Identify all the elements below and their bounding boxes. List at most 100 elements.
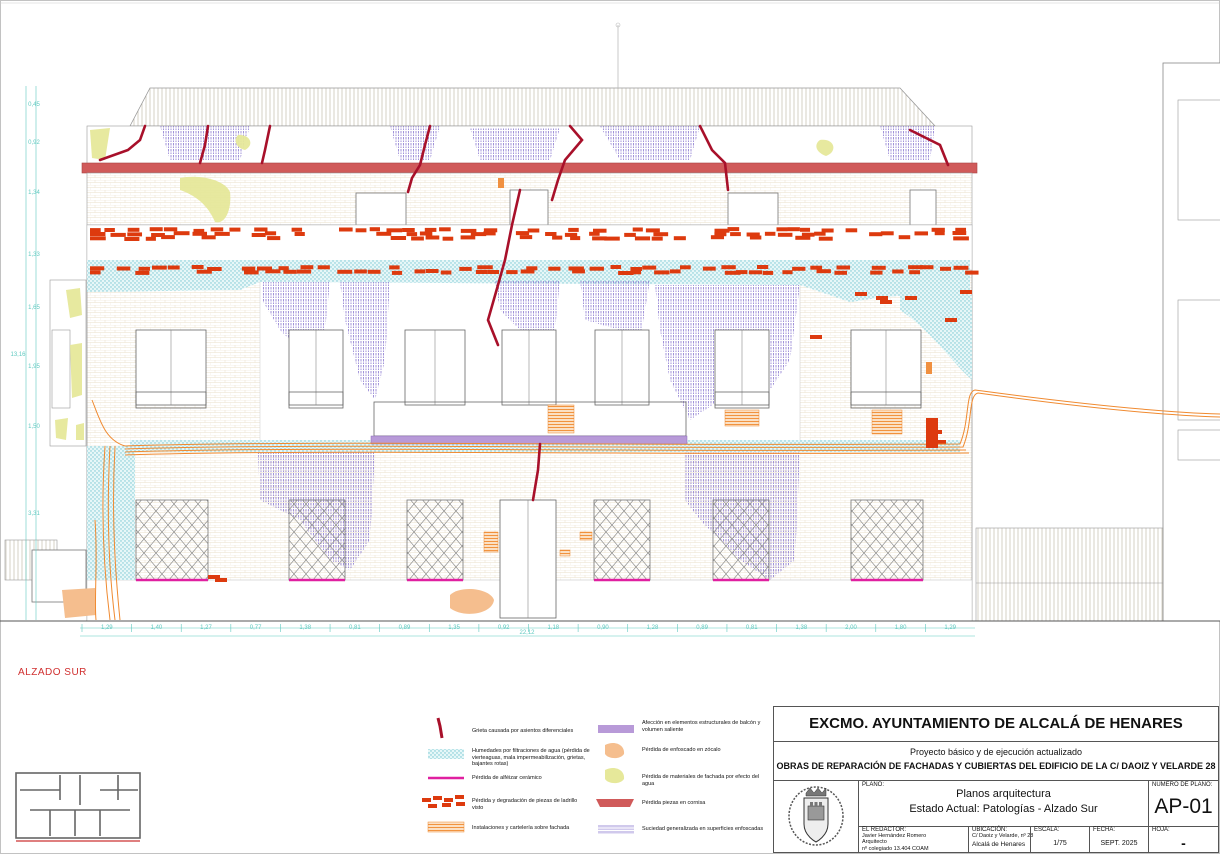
dimension-label: 2,00 — [845, 625, 857, 631]
brick-loss-mark — [145, 236, 156, 241]
key-plan — [15, 772, 141, 839]
brick-loss-mark — [173, 231, 190, 236]
brick-loss-mark — [821, 228, 834, 233]
redactor-name: Javier Hernández Romero — [862, 833, 927, 839]
brick-loss-mark — [651, 236, 663, 241]
brick-loss-mark — [90, 228, 101, 233]
brick-loss-mark — [127, 227, 140, 232]
brick-loss-mark — [151, 233, 165, 237]
brick-loss-mark — [149, 227, 163, 232]
legend-install-text: Instalaciones y cartelería sobre fachada — [472, 825, 570, 831]
brick-loss-mark — [630, 267, 642, 271]
legend-dirt-text: Suciedad generalizada en superficies enf… — [642, 826, 764, 832]
brick-loss-mark — [730, 232, 741, 237]
brick-loss-mark — [367, 269, 381, 274]
ubicacion-label: UBICACIÓN: — [972, 827, 1008, 833]
brick-loss-mark — [800, 227, 811, 232]
legend-structural-text: Afección en elementos estructurales de b… — [642, 720, 761, 733]
drawing-label: ALZADO SUR — [18, 667, 87, 678]
brick-loss-mark — [568, 227, 579, 232]
brick-loss-mark — [782, 270, 793, 275]
brick-loss-mark — [296, 269, 312, 274]
dimension-label: 1,35 — [448, 625, 460, 631]
dimension-label-vertical: 0,45 — [28, 102, 40, 108]
brick-loss-mark — [564, 232, 578, 237]
brick-loss-mark — [552, 235, 563, 240]
dimension-label: 1,29 — [944, 625, 956, 631]
brick-loss-mark — [475, 270, 488, 274]
brick-loss-mark — [487, 270, 500, 274]
brick-loss-mark — [589, 266, 604, 271]
municipal-seal-logo — [788, 786, 844, 846]
brick-loss-mark — [110, 232, 126, 237]
brick-loss-mark — [818, 236, 833, 241]
brick-loss-mark — [317, 265, 330, 270]
brick-loss-mark — [214, 231, 230, 236]
brick-loss-mark — [425, 235, 440, 240]
brick-loss-mark — [940, 266, 952, 271]
brick-loss-mark — [526, 266, 538, 271]
brick-loss-mark — [161, 235, 175, 240]
brick-loss-mark — [90, 270, 101, 275]
brick-loss-mark — [953, 265, 969, 270]
brick-loss-mark — [104, 228, 115, 232]
brick-loss-mark — [90, 236, 106, 241]
redactor-role: Arquitecto — [862, 839, 887, 846]
brick-loss-mark — [376, 231, 392, 236]
brick-loss-mark — [138, 266, 150, 271]
brick-loss-mark — [945, 318, 957, 322]
brick-loss-mark — [419, 231, 433, 236]
brick-loss-mark — [721, 265, 736, 270]
brick-loss-mark — [291, 227, 303, 232]
brick-loss-mark — [264, 231, 277, 236]
legend-cornice-symbol — [596, 799, 634, 807]
brick-loss-mark — [776, 227, 788, 232]
brick-loss-mark — [124, 237, 140, 241]
brick-loss-mark — [460, 235, 476, 240]
project-line-2: OBRAS DE REPARACIÓN DE FACHADAS Y CUBIER… — [776, 761, 1216, 771]
brick-loss-mark — [90, 232, 106, 236]
legend-plinth-text: Pérdida de enfoscado en zócalo — [642, 747, 721, 753]
brick-loss-mark — [389, 265, 400, 270]
brick-loss-mark — [201, 235, 216, 240]
legend-install-symbol — [427, 821, 465, 833]
legend-plinth-symbol — [605, 743, 625, 759]
brick-loss-mark — [630, 270, 642, 275]
brick-loss-mark — [670, 269, 681, 274]
brick-loss-mark — [749, 235, 762, 240]
escala-label: ESCALA: — [1034, 827, 1060, 833]
brick-loss-mark — [339, 227, 353, 232]
brick-loss-mark — [814, 231, 826, 236]
legend-water-symbol — [605, 768, 625, 784]
brick-loss-mark — [871, 265, 886, 270]
dimension-label: 0,89 — [696, 625, 708, 631]
dimension-label-vertical: 1,33 — [28, 252, 40, 258]
brick-loss-mark — [908, 265, 924, 270]
brick-loss-mark — [355, 228, 367, 233]
dimension-label: 1,29 — [101, 625, 113, 631]
brick-loss-mark — [116, 266, 131, 271]
brick-loss-mark — [167, 265, 180, 270]
escala-value: 1/75 — [1053, 840, 1067, 847]
brick-loss-mark — [702, 266, 716, 271]
project-line-1: Proyecto básico y de ejecución actualiza… — [909, 747, 1083, 757]
dimension-label: 1,18 — [547, 625, 559, 631]
brick-loss-mark — [880, 300, 892, 304]
brick-loss-mark — [680, 265, 691, 270]
brick-loss-mark — [515, 231, 530, 236]
brick-loss-mark — [914, 231, 929, 236]
brick-loss-mark — [777, 232, 793, 237]
brick-loss-mark — [477, 265, 493, 270]
brick-loss-mark — [254, 227, 268, 232]
brick-loss-mark — [673, 236, 686, 241]
brick-loss-mark — [411, 236, 424, 241]
brick-loss-mark — [545, 232, 557, 236]
brick-loss-mark — [483, 231, 496, 236]
brick-loss-mark — [208, 575, 220, 579]
brick-loss-mark — [210, 227, 224, 232]
legend-water-text: Pérdida de materiales de fachada por efe… — [642, 774, 760, 787]
brick-loss-mark — [642, 265, 657, 270]
brick-loss-mark — [955, 227, 967, 232]
legend-dirt-symbol — [598, 824, 634, 834]
